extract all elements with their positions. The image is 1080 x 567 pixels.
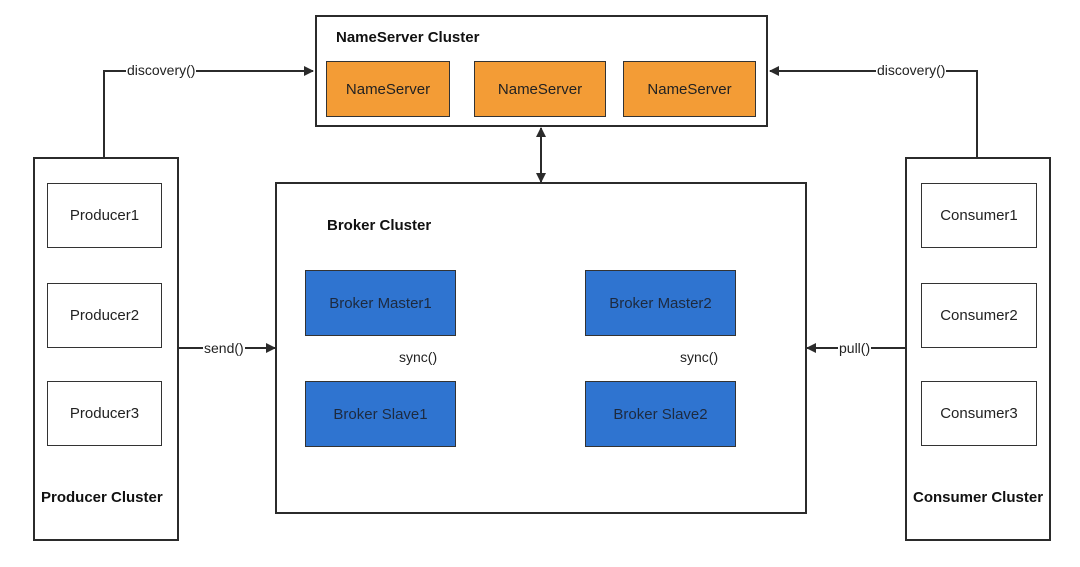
consumer-discovery-label: discovery() — [876, 62, 947, 78]
consumer-cluster-title: Consumer Cluster — [913, 489, 1044, 506]
broker-master-1: Broker Master1 — [305, 270, 456, 336]
producer-node-2: Producer2 — [47, 283, 162, 348]
broker-slave-1: Broker Slave1 — [305, 381, 456, 447]
producer-discovery-arrow — [103, 66, 314, 158]
nameserver-cluster-title: NameServer Cluster — [336, 29, 480, 46]
broker-cluster-title: Broker Cluster — [327, 217, 432, 234]
consumer-node-3: Consumer3 — [921, 381, 1037, 446]
consumer-discovery-arrow — [769, 66, 978, 158]
producer-discovery-label: discovery() — [126, 62, 197, 78]
consumer-node-2: Consumer2 — [921, 283, 1037, 348]
broker-cluster: Broker Cluster — [275, 182, 807, 514]
broker-slave-2: Broker Slave2 — [585, 381, 736, 447]
send-label: send() — [203, 340, 245, 356]
broker-master-2: Broker Master2 — [585, 270, 736, 336]
producer-cluster-title: Producer Cluster — [41, 489, 163, 506]
pull-label: pull() — [838, 340, 872, 356]
sync2-label: sync() — [679, 349, 720, 365]
producer-node-3: Producer3 — [47, 381, 162, 446]
nameserver-node-2: NameServer — [474, 61, 606, 117]
nameserver-node-1: NameServer — [326, 61, 450, 117]
nameserver-node-3: NameServer — [623, 61, 756, 117]
producer-node-1: Producer1 — [47, 183, 162, 248]
consumer-node-1: Consumer1 — [921, 183, 1037, 248]
sync1-label: sync() — [398, 349, 439, 365]
